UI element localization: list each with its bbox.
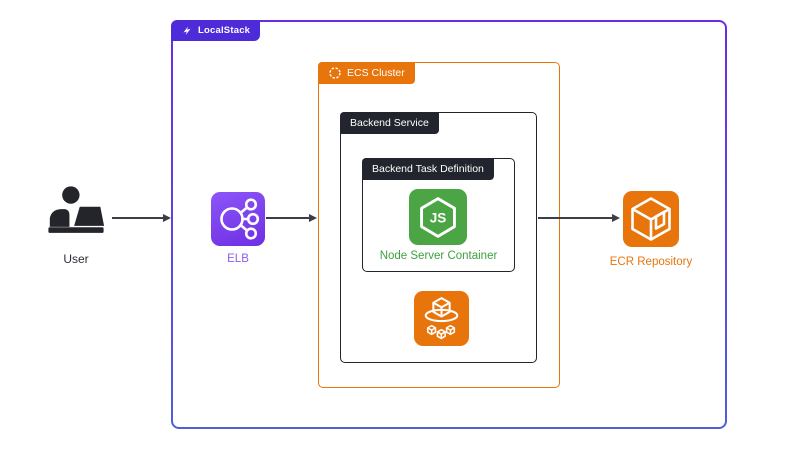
backend-service-label: Backend Service (350, 117, 429, 129)
node-container-label: Node Server Container (379, 250, 498, 262)
ecs-service-icon (414, 291, 469, 346)
nodejs-icon: JS (409, 189, 467, 245)
localstack-badge: LocalStack (171, 20, 261, 41)
arrow-backend-to-ecr (538, 213, 620, 222)
svg-text:JS: JS (430, 210, 447, 225)
arrow-elb-to-ecs-cluster (266, 213, 317, 222)
elb-label: ELB (227, 253, 249, 265)
ecr-icon (623, 191, 679, 247)
task-definition-badge: Backend Task Definition (362, 158, 494, 180)
user-icon (48, 186, 105, 233)
ecs-cluster-boundary (318, 62, 560, 388)
localstack-logo-icon (183, 26, 191, 35)
ecs-cluster-icon (329, 67, 341, 79)
localstack-label: LocalStack (198, 25, 251, 36)
ecs-cluster-badge: ECS Cluster (318, 62, 415, 84)
user-label: User (63, 252, 89, 266)
arrow-user-to-localstack (112, 213, 171, 222)
ecs-cluster-label: ECS Cluster (347, 67, 405, 79)
elb-icon (211, 192, 265, 246)
ecr-repository-label: ECR Repository (609, 256, 693, 268)
backend-service-badge: Backend Service (340, 112, 439, 134)
task-definition-label: Backend Task Definition (372, 163, 484, 175)
